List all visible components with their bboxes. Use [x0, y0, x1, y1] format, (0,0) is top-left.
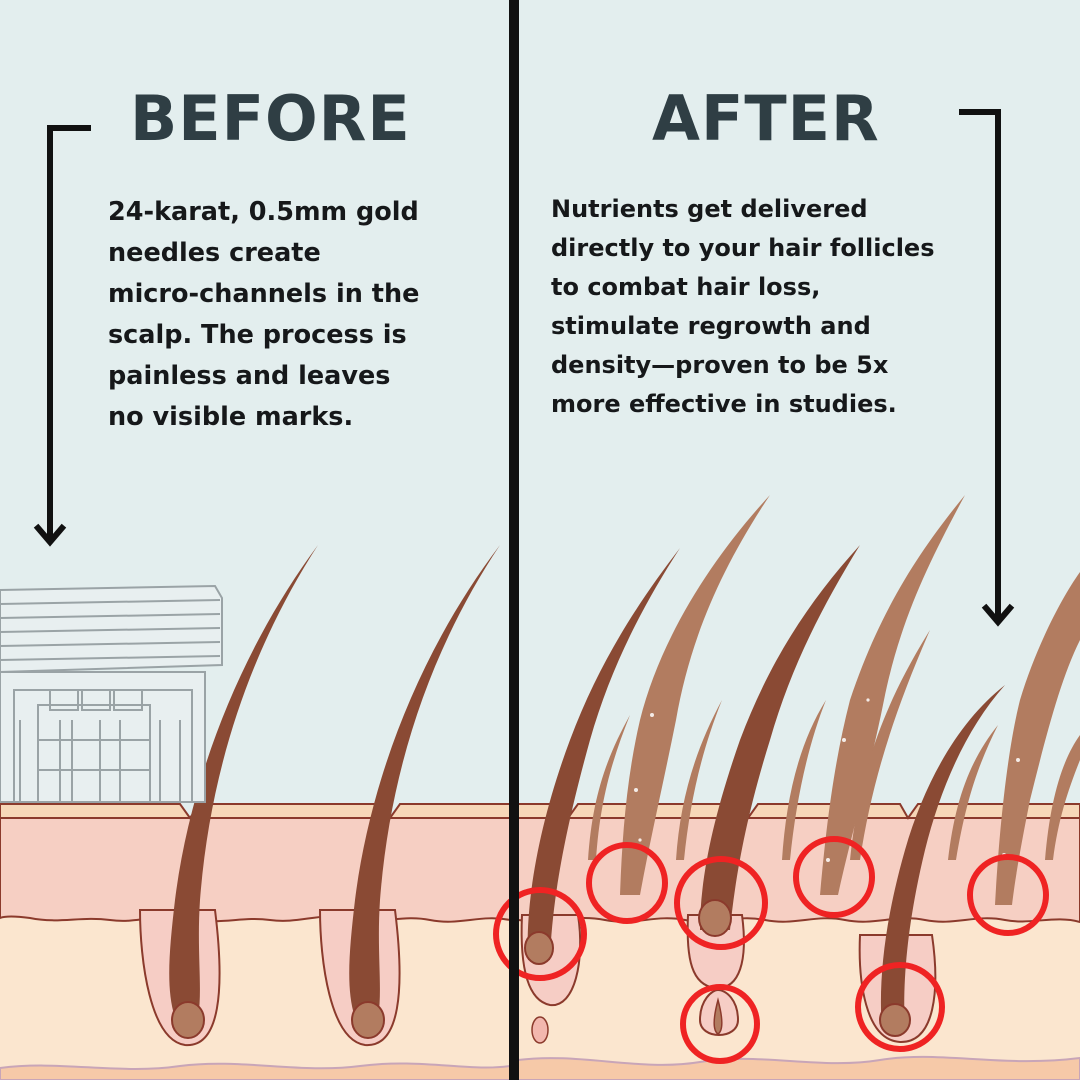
highlight-circles — [493, 836, 1049, 1064]
down-arrow-icon — [33, 125, 91, 547]
before-heading: BEFORE — [130, 82, 411, 155]
highlight-circle — [855, 962, 945, 1052]
highlight-circle — [586, 842, 668, 924]
highlight-circle — [680, 984, 760, 1064]
before-skin — [0, 545, 511, 1080]
highlight-circle — [493, 887, 587, 981]
down-arrow-icon — [959, 109, 1015, 627]
microneedle-device-icon — [0, 584, 223, 803]
highlight-circle — [967, 854, 1049, 936]
highlight-circle — [793, 836, 875, 918]
center-divider — [509, 0, 519, 1080]
highlight-circle — [674, 856, 768, 950]
after-description: Nutrients get delivered directly to your… — [551, 195, 935, 418]
before-description: 24-karat, 0.5mm gold needles create micr… — [108, 197, 420, 432]
after-heading: AFTER — [652, 82, 880, 155]
